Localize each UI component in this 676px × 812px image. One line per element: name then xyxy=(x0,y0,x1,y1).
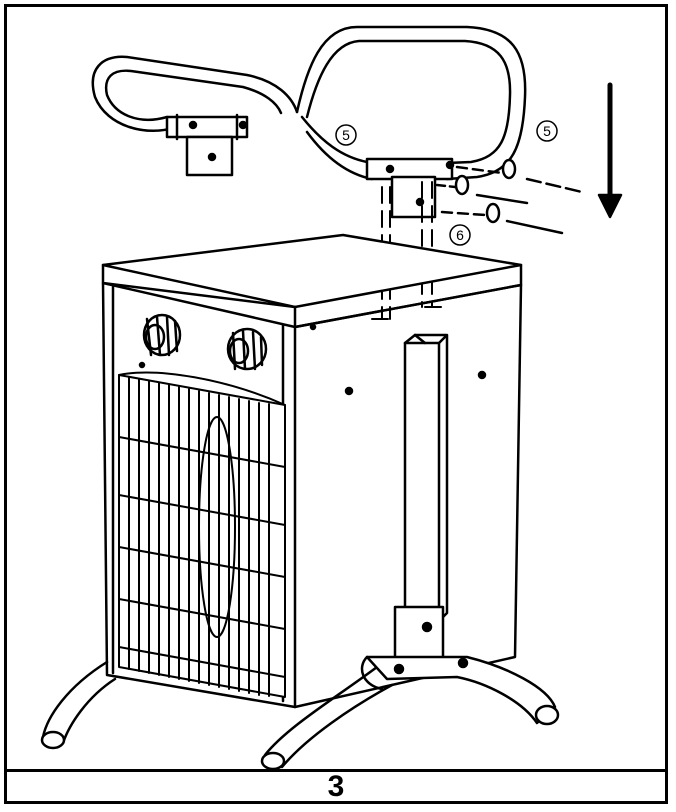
callout-label: 6 xyxy=(456,227,464,243)
stand-feet xyxy=(40,655,560,769)
control-knob-icon-2 xyxy=(226,327,268,371)
callout-5-left: 5 xyxy=(335,124,357,146)
diagram-frame: 5 5 6 3 xyxy=(4,4,668,804)
assembly-illustration: 5 5 6 xyxy=(7,7,665,772)
callout-5-right: 5 xyxy=(536,120,558,142)
callout-label: 5 xyxy=(543,123,551,139)
screws xyxy=(435,158,584,235)
down-arrow-icon xyxy=(597,82,623,219)
callout-label: 5 xyxy=(342,127,350,143)
control-knob-icon xyxy=(142,313,182,357)
heater-grille xyxy=(118,371,286,698)
handle xyxy=(91,25,527,219)
assembly-drawing: 5 5 6 xyxy=(40,25,623,769)
callout-6: 6 xyxy=(449,224,471,246)
stand-post xyxy=(393,333,449,669)
alignment-guides xyxy=(371,181,448,320)
step-panel: 3 xyxy=(7,769,665,803)
step-number: 3 xyxy=(327,769,345,803)
